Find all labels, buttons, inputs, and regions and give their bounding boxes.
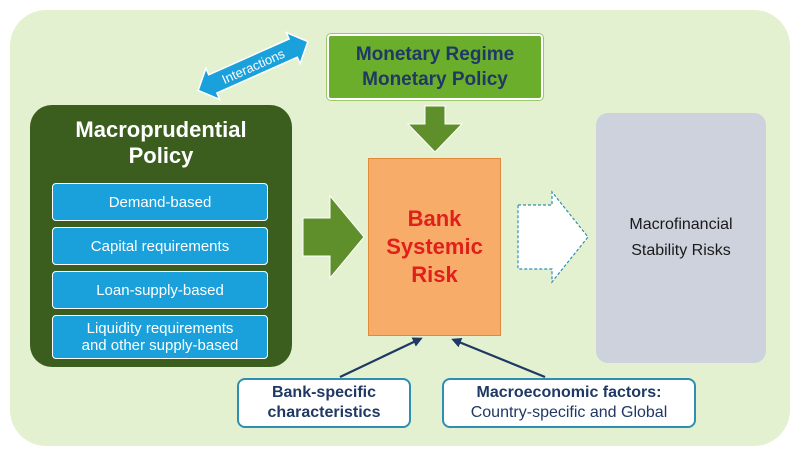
bank-systemic-risk-box: Bank Systemic Risk — [368, 158, 501, 336]
monetary-regime-line1: Monetary Regime — [355, 44, 515, 65]
macroeconomic-arrow — [451, 338, 546, 379]
macroprudential-title-line1: Macroprudential — [75, 117, 247, 142]
stability-line2: Stability Risks — [631, 242, 731, 259]
macroprudential-right-arrow — [302, 194, 365, 280]
macrofinancial-stability-box: Macrofinancial Stability Risks — [596, 113, 766, 363]
bank-specific-line2: characteristics — [267, 404, 381, 421]
stability-line1: Macrofinancial — [629, 216, 733, 233]
policy-item-label: Capital requirements — [90, 237, 230, 255]
monetary-down-arrow — [406, 105, 464, 153]
macroeconomic-factors-box: Macroeconomic factors: Country-specific … — [442, 378, 696, 428]
policy-item-label: Demand-based — [108, 193, 212, 211]
macroeconomic-title: Macroeconomic factors: — [476, 384, 662, 401]
macroeconomic-subtitle: Country-specific and Global — [470, 404, 668, 421]
bank-specific-arrow — [339, 337, 423, 378]
monetary-regime-line2: Monetary Policy — [362, 69, 508, 90]
bank-specific-line1: Bank-specific — [271, 384, 377, 401]
macroprudential-policy-box: Macroprudential Policy Demand-based Capi… — [30, 105, 292, 367]
policy-item-capital-requirements: Capital requirements — [52, 227, 268, 265]
stability-dashed-arrow — [517, 190, 589, 284]
policy-item-loan-supply-based: Loan-supply-based — [52, 271, 268, 309]
macroprudential-title: Macroprudential Policy — [30, 117, 292, 169]
bank-risk-line2: Systemic — [386, 234, 483, 259]
bank-specific-characteristics-box: Bank-specific characteristics — [237, 378, 411, 428]
bank-risk-line1: Bank — [407, 206, 462, 231]
macroprudential-title-line2: Policy — [128, 143, 194, 168]
policy-item-liquidity-requirements: Liquidity requirements and other supply-… — [52, 315, 268, 359]
policy-item-label: Loan-supply-based — [96, 281, 224, 299]
interactions-arrow: Interactions — [197, 31, 309, 101]
policy-item-label-line1: Liquidity requirements — [86, 320, 234, 337]
policy-item-demand-based: Demand-based — [52, 183, 268, 221]
monetary-regime-box: Monetary Regime Monetary Policy — [327, 34, 543, 100]
policy-item-label-line2: and other supply-based — [81, 337, 239, 354]
bank-risk-line3: Risk — [411, 262, 458, 287]
